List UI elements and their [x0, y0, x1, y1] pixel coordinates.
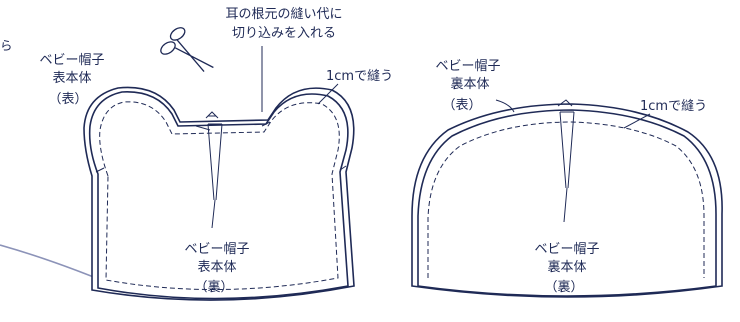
- left-piece-front-layer: [88, 91, 349, 300]
- right-top-leader: [495, 99, 515, 113]
- right-bottom-label-line3: （裏）: [544, 280, 583, 295]
- left-bottom-label-line1: ベビー帽子: [184, 241, 249, 257]
- left-dart: [207, 123, 223, 229]
- left-seam-leader: [317, 83, 339, 105]
- left-seam-label: 1cmで縫う: [326, 69, 393, 84]
- right-piece-front-layer: [417, 109, 717, 297]
- left-bottom-label-line2: 表本体: [197, 260, 236, 275]
- right-dart-tie: [557, 99, 573, 107]
- left-top-label-line1: ベビー帽子: [39, 52, 104, 68]
- right-bottom-label-line2: 裏本体: [547, 260, 586, 275]
- left-hat-piece: [83, 86, 355, 301]
- right-stitch-line: [427, 121, 705, 278]
- right-seam-label: 1cmで縫う: [640, 99, 707, 114]
- right-hat-piece: [411, 99, 723, 298]
- ear-cut-note-line2: 切り込みを入れる: [232, 26, 336, 41]
- left-top-label-line2: 表本体: [52, 71, 91, 86]
- right-dart: [559, 111, 575, 223]
- left-bottom-label-line3: （裏）: [194, 280, 233, 295]
- left-side-notch-left: [95, 167, 105, 173]
- right-bottom-label-line1: ベビー帽子: [534, 241, 599, 257]
- ear-cut-mark-right: [261, 121, 271, 127]
- right-top-label-line1: ベビー帽子: [435, 58, 500, 74]
- left-dart-tie: [205, 111, 219, 119]
- ear-cut-note-line1: 耳の根元の縫い代に: [225, 7, 342, 22]
- right-top-label-line2: 裏本体: [450, 77, 489, 92]
- right-seam-leader: [623, 113, 651, 129]
- left-top-label-line3: （表）: [48, 92, 87, 107]
- ear-cut-mark-left: [195, 125, 211, 131]
- scissors-icon: [160, 27, 214, 73]
- edge-fragment-text: ら: [0, 38, 13, 53]
- right-top-label-line3: （表）: [442, 98, 481, 113]
- left-stitch-line: [99, 101, 340, 290]
- left-side-notch-right: [339, 165, 347, 171]
